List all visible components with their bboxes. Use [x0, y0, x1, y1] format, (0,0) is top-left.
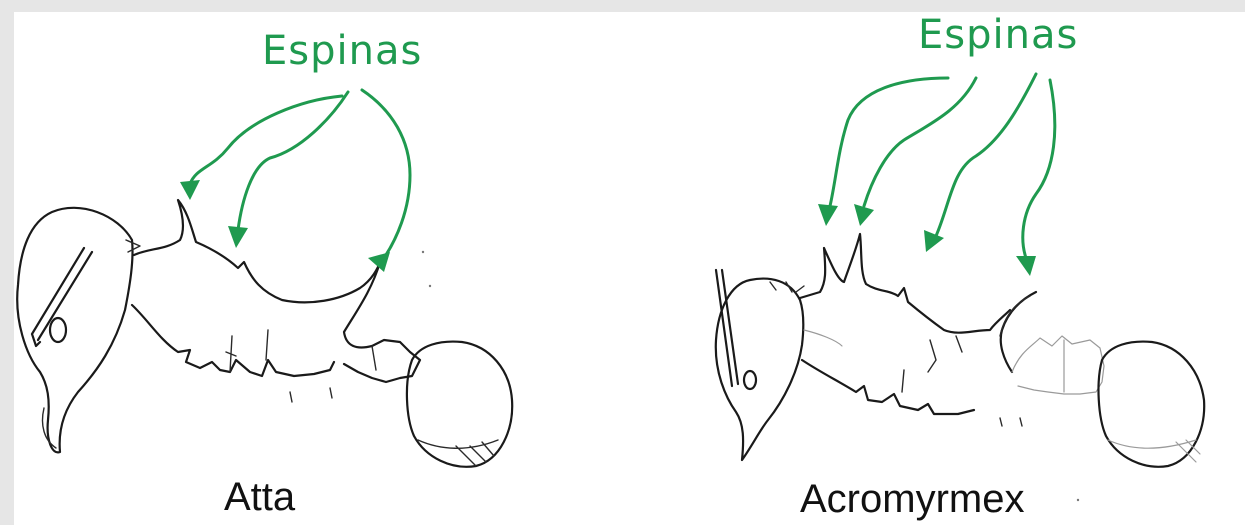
acromyrmex-spine-arrows	[818, 74, 1055, 276]
atta-spine-arrows	[180, 90, 410, 272]
atta-caption: Atta	[224, 475, 296, 519]
acromyrmex-callout-label: Espinas	[918, 12, 1078, 58]
acromyrmex-caption: Acromyrmex	[800, 477, 1024, 521]
atta-mesosoma	[134, 200, 380, 302]
atta-callout-label: Espinas	[262, 28, 422, 74]
atta-antenna	[32, 248, 92, 346]
atta-ant-drawing	[17, 200, 512, 467]
atta-eye	[50, 318, 66, 342]
acromyrmex-eye	[744, 371, 756, 389]
acromyrmex-ant-drawing	[716, 234, 1204, 501]
acromyrmex-mesosoma	[800, 234, 1010, 333]
